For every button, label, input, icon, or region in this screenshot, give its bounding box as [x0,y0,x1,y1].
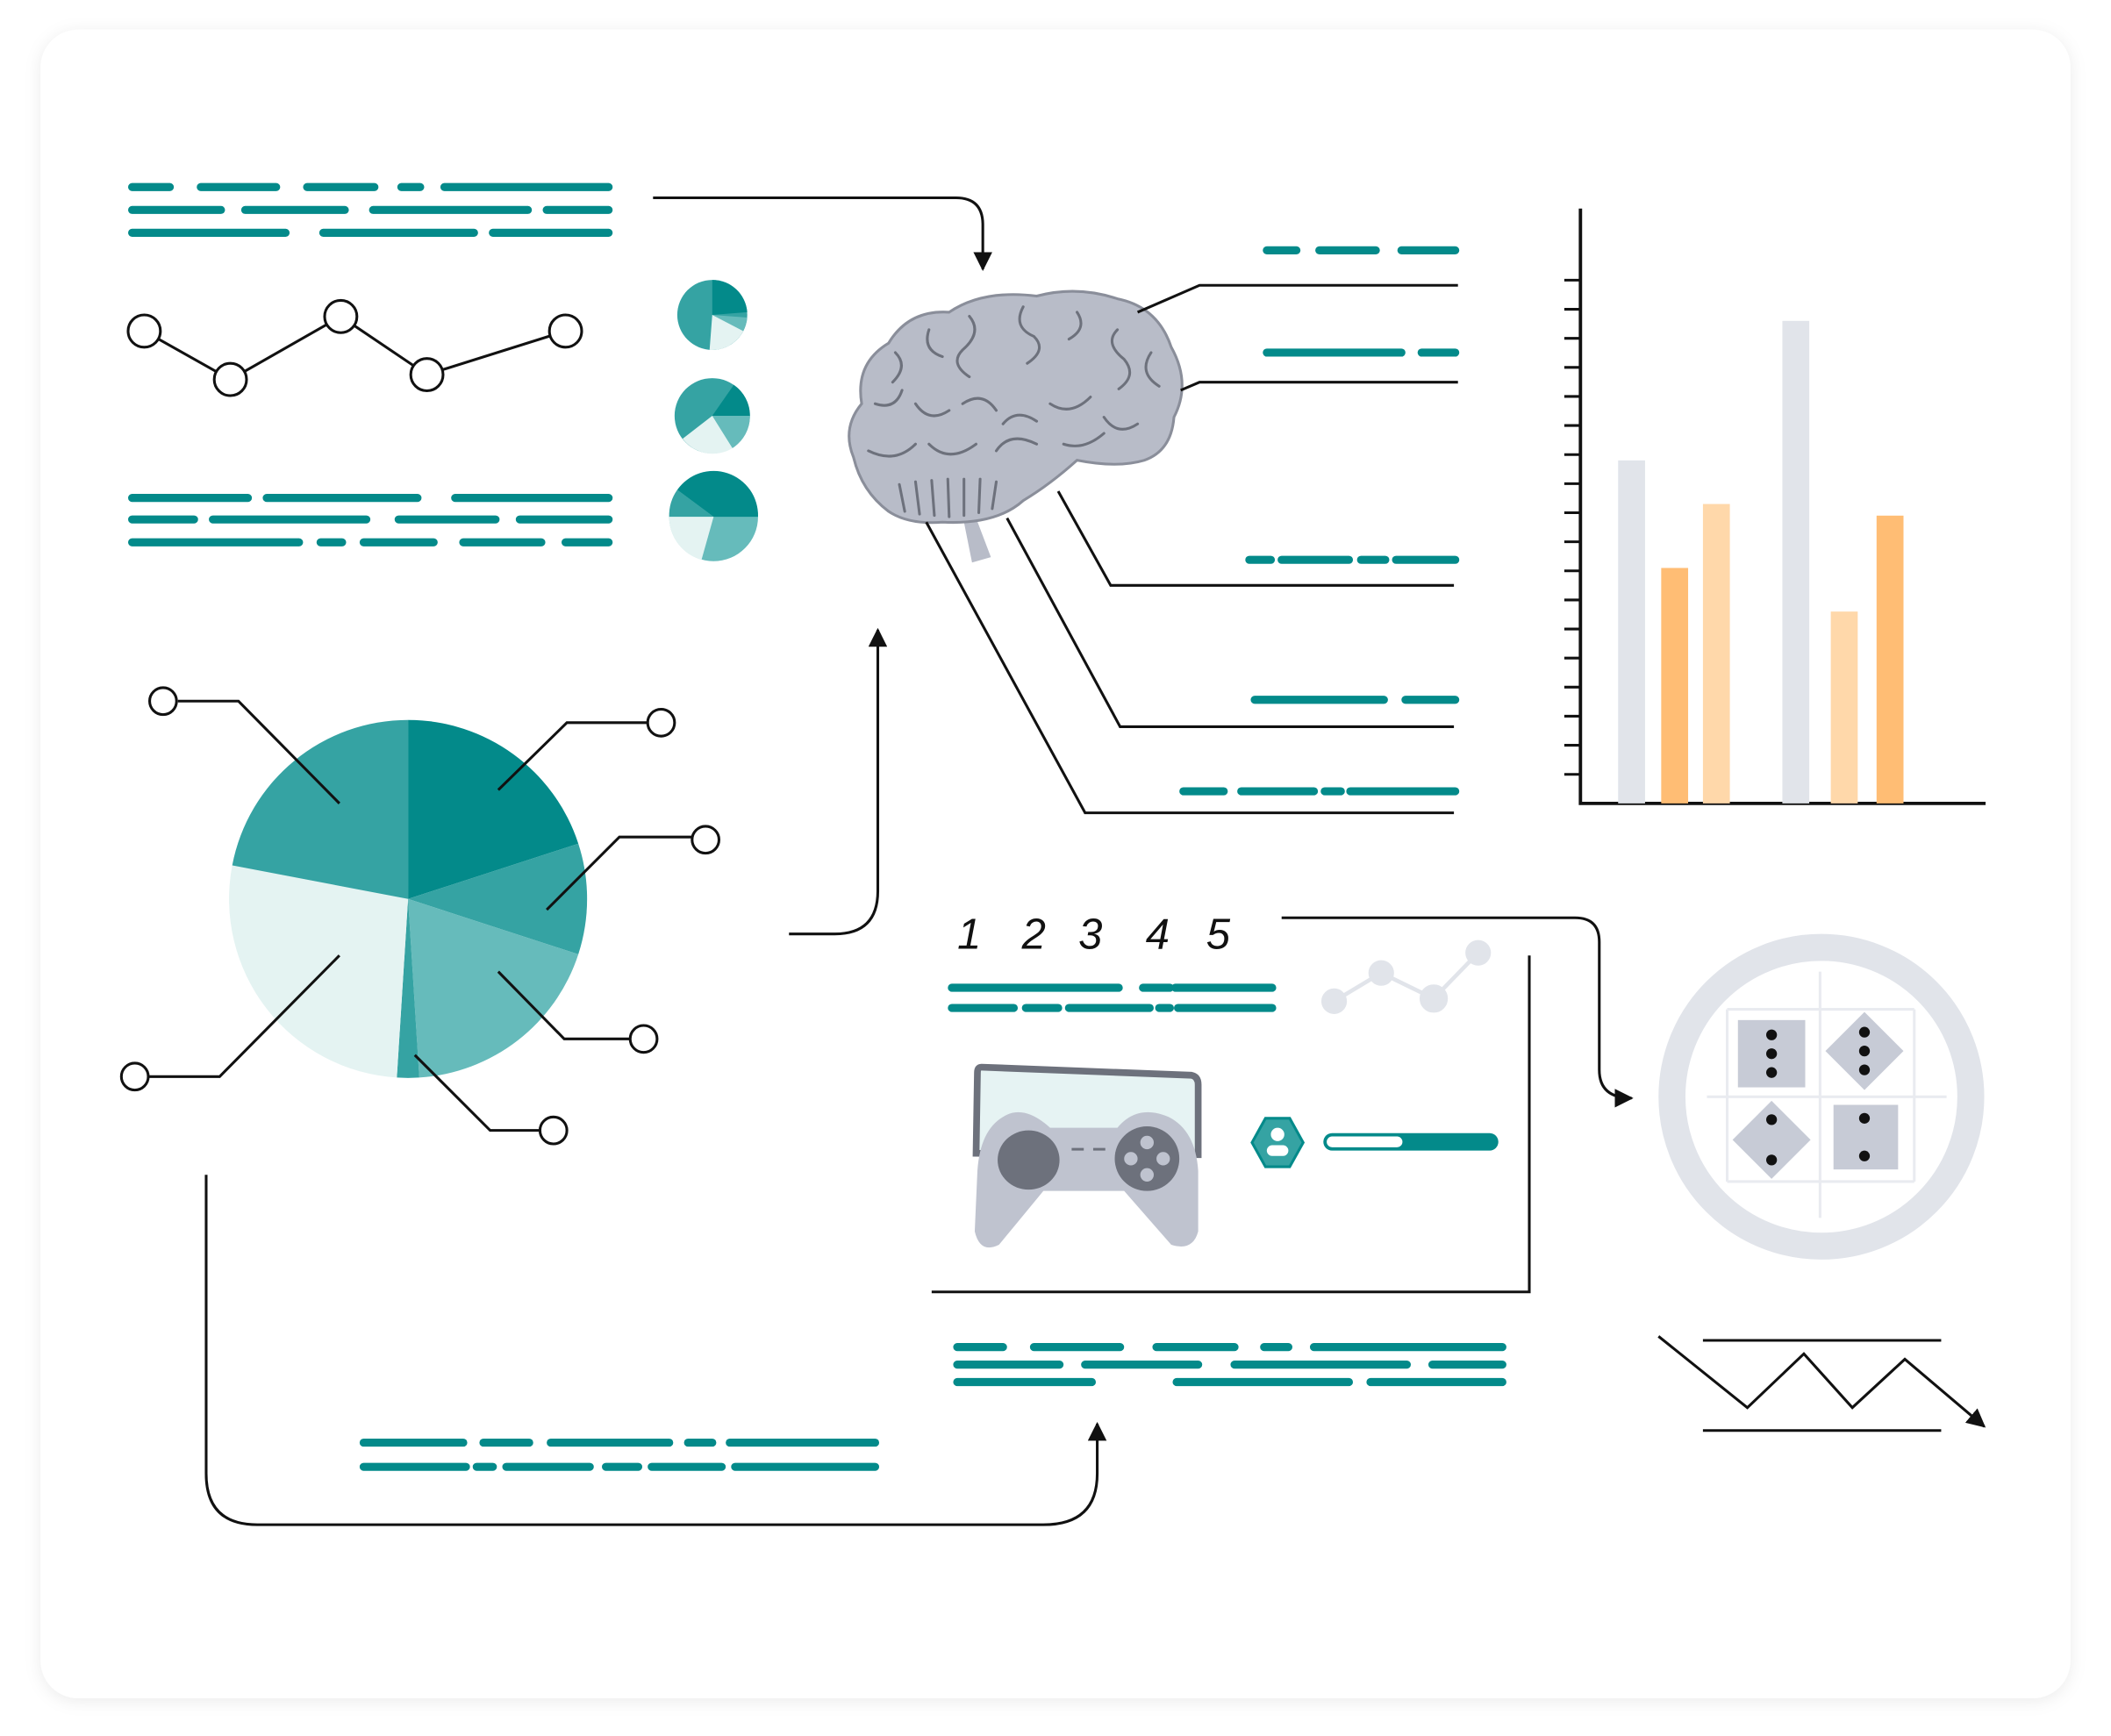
zigzag-trend-arrow [1657,1335,1986,1432]
line-point [126,313,162,349]
text-block-steps [948,983,1277,1012]
brain-icon [848,289,1184,563]
pie-slice [397,898,419,1078]
arrow-to-dice [1281,916,1634,1108]
bar-gray [1782,320,1810,804]
line-point [547,313,583,349]
small-pie-2 [674,378,750,454]
arrow-to-brain [653,196,992,271]
text-block-mid-left [127,494,613,547]
brain-callout-lines [925,283,1458,815]
user-hexagon-icon [1250,1117,1306,1168]
pie-slice [408,898,579,1078]
step-numbers: 1 2 3 4 5 [957,911,1231,959]
progress-bar [1323,1132,1499,1151]
dice-icon [1658,933,1985,1260]
pie-slice [408,843,588,954]
small-pie-1 [676,280,748,350]
arrow-up-from-pie [789,627,888,936]
pie-chart [229,719,588,1078]
mini-line-chart [1320,939,1492,1014]
pie-slice [232,719,409,899]
text-block-bottom-center [953,1343,1506,1387]
step-number: 3 [1078,911,1102,959]
panel-frame [931,955,1531,1294]
pie-callouts [119,686,721,1146]
bottom-loop-arrow [204,1175,1107,1526]
step-number: 4 [1146,911,1170,959]
bar-orange-a [1661,568,1689,804]
bar-chart [1564,208,1986,805]
small-pie-3 [669,470,758,561]
card-background [40,29,2071,1699]
text-block-top-left [127,182,613,238]
line-point [409,357,445,393]
pie-slice [229,865,409,1078]
bar-orange-b [1702,504,1730,804]
bar-gray [1618,460,1645,804]
step-number: 5 [1206,911,1231,959]
line-point [212,361,248,397]
bar-orange-b [1876,515,1904,804]
line-chart [126,298,583,397]
text-block-bottom-left [359,1438,880,1471]
callout-dot [148,686,178,717]
brain-callout-text [1179,246,1460,796]
gamepad-icon [972,1063,1202,1248]
pie-slice [408,719,579,899]
step-number: 1 [957,911,981,959]
step-number: 2 [1021,911,1046,959]
line-point [323,298,359,334]
bar-orange-a [1830,611,1858,804]
